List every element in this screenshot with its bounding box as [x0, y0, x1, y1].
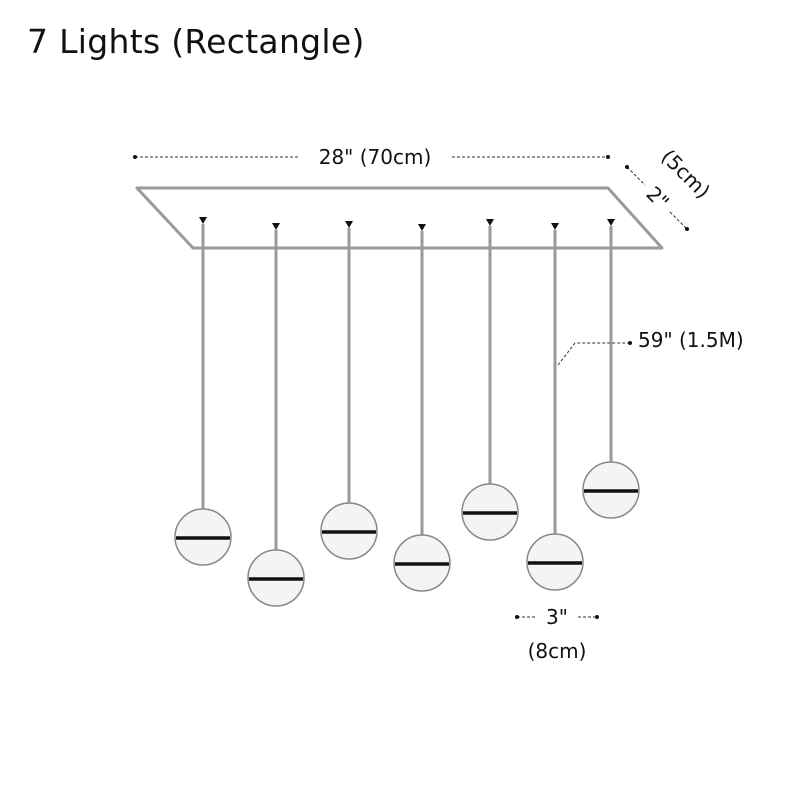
mount-cap — [345, 221, 353, 228]
cord-length-label: 59" (1.5M) — [638, 328, 744, 352]
width-dimension: 28" (70cm) — [133, 145, 610, 169]
width-label: 28" (70cm) — [319, 145, 432, 169]
cord-dimension: 59" (1.5M) — [557, 328, 744, 366]
pendant-light — [247, 223, 305, 607]
mount-cap — [199, 217, 207, 224]
globe-in-label: 3" — [546, 605, 568, 629]
mount-cap — [486, 219, 494, 226]
globe-dimension: 3" (8cm) — [515, 605, 599, 663]
pendant-light — [174, 217, 232, 566]
depth-dimension: 2" (5cm) — [625, 145, 715, 231]
depth-in-label: 2" — [641, 182, 673, 214]
canopy — [135, 186, 664, 250]
mount-cap — [272, 223, 280, 230]
pendants — [174, 217, 640, 607]
pendant-light — [393, 224, 451, 592]
mount-cap — [551, 223, 559, 230]
mount-cap — [418, 224, 426, 231]
globe-cm-label: (8cm) — [528, 639, 587, 663]
pendant-light — [582, 219, 640, 519]
pendant-light — [526, 223, 584, 591]
mount-cap — [607, 219, 615, 226]
pendant-light — [320, 221, 378, 560]
page-title: 7 Lights (Rectangle) — [27, 22, 365, 61]
pendant-light — [461, 219, 519, 541]
